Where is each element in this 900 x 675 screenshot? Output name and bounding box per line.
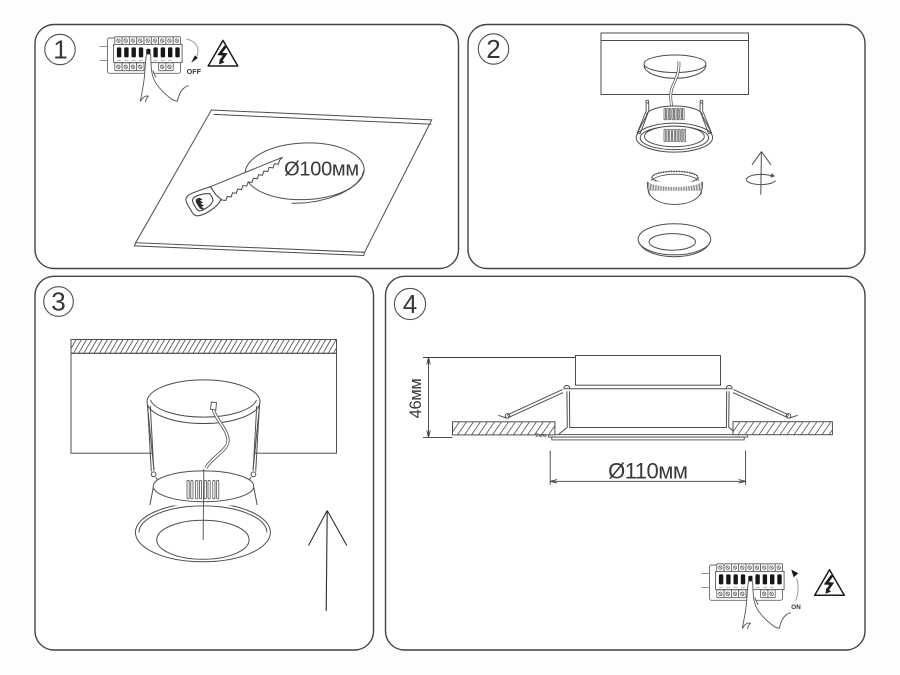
- svg-text:ON: ON: [791, 604, 801, 611]
- svg-text:Ø110мм: Ø110мм: [608, 458, 687, 483]
- svg-text:2: 2: [486, 34, 500, 64]
- svg-text:4: 4: [403, 289, 417, 319]
- svg-text:Ø100мм: Ø100мм: [284, 159, 359, 181]
- svg-text:3: 3: [51, 287, 65, 317]
- svg-text:OFF: OFF: [187, 67, 202, 76]
- svg-text:2мм: 2мм: [536, 433, 547, 439]
- svg-text:46мм: 46мм: [407, 379, 425, 419]
- svg-text:1: 1: [53, 35, 67, 65]
